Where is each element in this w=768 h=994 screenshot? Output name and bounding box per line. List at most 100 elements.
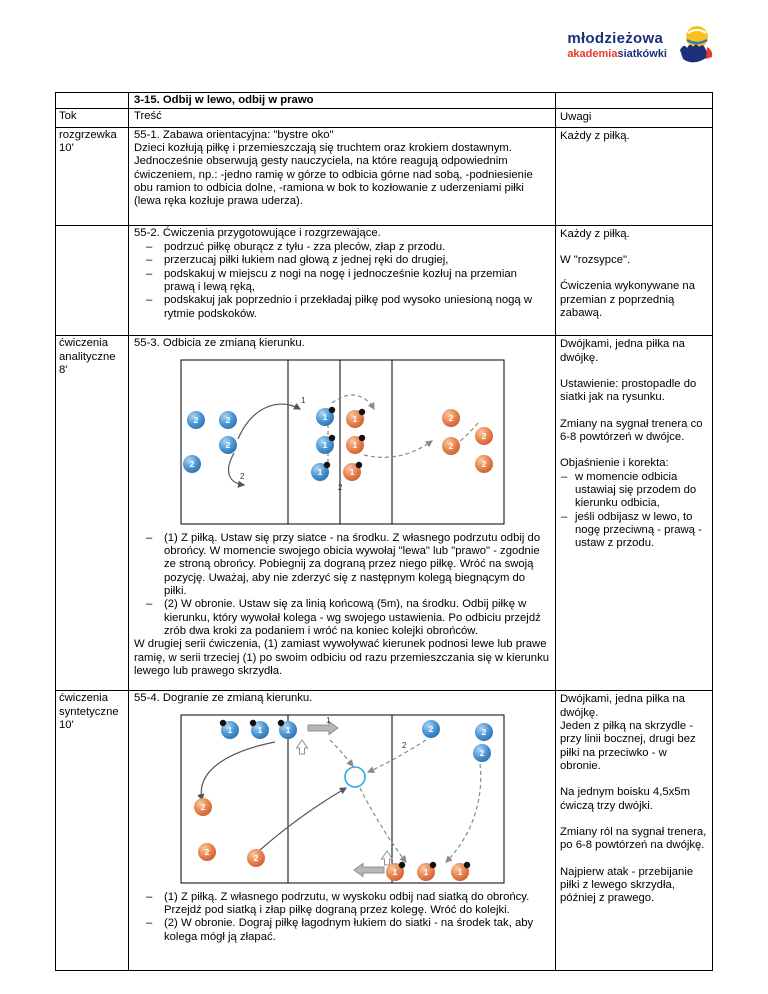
col-header-uwagi: Uwagi xyxy=(555,108,713,128)
uwagi-note: Każdy z piłką. xyxy=(560,227,630,240)
ball-dot xyxy=(328,406,335,413)
header-row: Tok Treść Uwagi xyxy=(55,108,713,128)
lesson-title: 3-15. Odbij w lewo, odbij w prawo xyxy=(128,91,556,110)
logo-subtitle: akademiasiatkówki xyxy=(567,48,667,60)
player-marker: 1 xyxy=(416,861,436,881)
svg-text:2: 2 xyxy=(448,441,453,451)
player-marker: 2 xyxy=(197,842,216,861)
uwagi-cell: Dwójkami, jedna piłka na dwójkę. Jeden z… xyxy=(555,690,713,972)
player-path-arrow xyxy=(236,402,301,439)
uwagi-note: Na jednym boisku 4,5x5m ćwiczą trzy dwój… xyxy=(560,786,690,812)
player-marker: 1 xyxy=(310,461,330,481)
ball-path-arrow xyxy=(329,739,354,767)
exercise-heading: 55-1. Zabawa orientacyjna: "bystre oko" xyxy=(134,128,334,141)
col-header-tok: Tok xyxy=(55,108,129,128)
ball-path-arrow xyxy=(444,422,478,453)
tresc-cell: 55-2. Ćwiczenia przygotowujące i rozgrze… xyxy=(128,224,556,337)
svg-text:2: 2 xyxy=(193,415,198,425)
tok-label: rozgrzewka xyxy=(59,128,117,141)
logo-subtitle-siatkowki: siatkówki xyxy=(617,48,667,60)
svg-text:1: 1 xyxy=(257,725,262,735)
player-marker: 1 xyxy=(219,719,239,739)
svg-text:1: 1 xyxy=(317,467,322,477)
svg-text:1: 1 xyxy=(457,867,462,877)
lesson-table: 3-15. Odbij w lewo, odbij w prawo Tok Tr… xyxy=(55,91,713,972)
ball-path-arrow xyxy=(444,763,481,863)
uwagi-bullet: w momencie odbicia ustawiaj się przodem … xyxy=(560,471,708,511)
uwagi-note: W "rozsypce". xyxy=(560,253,631,266)
svg-text:1: 1 xyxy=(352,414,357,424)
svg-text:2: 2 xyxy=(189,459,194,469)
player-marker: 2 xyxy=(421,719,440,738)
ball-dot xyxy=(358,434,365,441)
player-marker: 1 xyxy=(342,461,362,481)
ball-dot xyxy=(323,461,330,468)
tok-cell: rozgrzewka 10' xyxy=(55,126,129,226)
svg-text:2: 2 xyxy=(481,431,486,441)
svg-text:1: 1 xyxy=(322,440,327,450)
player-marker: 2 xyxy=(218,410,237,429)
logo-graphic xyxy=(680,26,713,63)
tok-label: syntetyczne xyxy=(59,705,119,718)
uwagi-note: Ćwiczenia wykonywane na przemian z poprz… xyxy=(560,280,695,319)
player-marker: 1 xyxy=(345,434,365,454)
player-marker: 2 xyxy=(474,454,493,473)
player-marker: 2 xyxy=(193,797,212,816)
player-path-arrow xyxy=(259,787,347,851)
player-marker: 1 xyxy=(315,406,335,426)
tok-cell xyxy=(55,224,129,337)
uwagi-note: Zmiany ról na sygnał trenera, po 6-8 pow… xyxy=(560,825,707,852)
empty-cell xyxy=(555,91,713,110)
col-header-tresc: Treść xyxy=(128,108,556,128)
exercise-body: Dzieci kozłują piłkę i przemieszczają si… xyxy=(134,141,533,208)
svg-text:1: 1 xyxy=(227,725,232,735)
uwagi-note: Objaśnienie i korekta: xyxy=(560,457,669,470)
exercise-bullet: (1) Z piłką. Ustaw się przy siatce - na … xyxy=(134,532,550,599)
svg-text:2: 2 xyxy=(448,413,453,423)
tok-cell: ćwiczenia analityczne 8' xyxy=(55,335,129,692)
ball-dot xyxy=(219,719,226,726)
ball-dot xyxy=(249,719,256,726)
table-row-cwiczenia-analityczne: ćwiczenia analityczne 8' 55-3. Odbicia z… xyxy=(55,335,713,692)
svg-text:2: 2 xyxy=(225,440,230,450)
player-marker: 2 xyxy=(246,848,265,867)
uwagi-note: Najpierw atak - przebijanie piłki z lewe… xyxy=(560,865,694,905)
exercise-heading: 55-2. Ćwiczenia przygotowujące i rozgrze… xyxy=(134,226,381,239)
svg-text:1: 1 xyxy=(423,867,428,877)
tok-duration: 10' xyxy=(59,718,74,731)
exercise-bullet: (1) Z piłką. Z własnego podrzutu, w wysk… xyxy=(134,891,550,918)
uwagi-note: Dwójkami, jedna piłka na dwójkę. xyxy=(560,338,685,364)
logo: młodzieżowa akademiasiatkówki xyxy=(567,24,716,66)
court-lines xyxy=(180,714,504,884)
hollow-direction-arrow xyxy=(380,849,393,866)
svg-text:1: 1 xyxy=(285,725,290,735)
exercise-bullet: przerzucaj piłki łukiem nad głową z jedn… xyxy=(134,254,550,268)
ball-path-arrow xyxy=(366,739,426,773)
player-marker: 2 xyxy=(186,410,205,429)
table-row-cwiczenia-przygotowujace: 55-2. Ćwiczenia przygotowujące i rozgrze… xyxy=(55,224,713,337)
exercise-bullet: (2) W obronie. Ustaw się za linią końcow… xyxy=(134,598,550,638)
ball-dot xyxy=(429,861,436,868)
uwagi-note: Ustawienie: prostopadle do siatki jak na… xyxy=(560,377,697,404)
svg-text:2: 2 xyxy=(428,724,433,734)
player-marker: 2 xyxy=(474,722,493,741)
svg-text:1: 1 xyxy=(392,867,397,877)
uwagi-note: Zmiany na sygnał trenera co 6-8 powtórze… xyxy=(560,417,703,443)
ball-dot xyxy=(277,719,284,726)
exercise-bullet: podrzuć piłkę oburącz z tyłu - zza plecó… xyxy=(134,241,550,255)
tok-label: ćwiczenia xyxy=(59,337,108,350)
svg-text:2: 2 xyxy=(204,847,209,857)
player-marker: 2 xyxy=(441,408,460,427)
tok-duration: 8' xyxy=(59,363,68,376)
court-lines xyxy=(180,359,504,525)
exercise-note: W drugiej serii ćwiczenia, (1) zamiast w… xyxy=(134,638,549,677)
ball-dot xyxy=(398,861,405,868)
player-marker: 2 xyxy=(441,436,460,455)
arrow-number-label: 2 xyxy=(338,483,343,492)
